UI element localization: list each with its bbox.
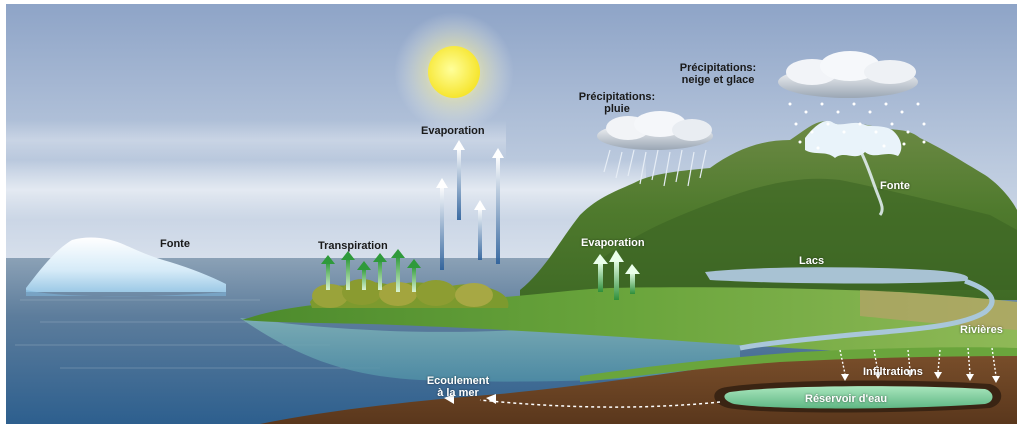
infiltration-arrowheads <box>841 370 1000 383</box>
precipitation-rain-line1: Précipitations: <box>578 91 656 103</box>
aquifer-reservoir <box>714 380 1002 413</box>
rivieres-label: Rivières <box>960 324 1003 336</box>
evaporation-land-label: Evaporation <box>581 237 645 249</box>
lacs-label: Lacs <box>799 255 825 267</box>
river <box>739 278 995 351</box>
precipitation-snow-label: Précipitations: neige et glace <box>658 62 778 86</box>
snowflakes <box>788 102 926 150</box>
ecoulement-label: Ecoulement à la mer <box>420 375 496 399</box>
ecoulement-line1: Ecoulement <box>426 375 490 387</box>
precipitation-rain-line2: pluie <box>604 103 630 115</box>
reservoir-label: Réservoir d'eau <box>805 393 888 405</box>
transpiration-label: Transpiration <box>318 240 388 252</box>
hillside-dry <box>860 290 1017 330</box>
soil-top-grass <box>580 347 1017 382</box>
fonte-mountain-label: Fonte <box>880 180 910 192</box>
lake <box>705 267 969 284</box>
infiltrations-label: Infiltrations <box>863 366 923 378</box>
sky-haze-band <box>6 160 646 220</box>
snow-cap <box>805 120 902 158</box>
fonte-iceberg-label: Fonte <box>160 238 190 250</box>
snow-cloud <box>778 51 918 98</box>
precipitation-rain-label: Précipitations: pluie <box>562 91 672 115</box>
mountain-shadow <box>600 178 1017 290</box>
sky-haze-band-2 <box>6 120 506 160</box>
evaporation-arrows-land <box>593 250 640 300</box>
precipitation-snow-line1: Précipitations: <box>679 62 757 74</box>
rain-cloud <box>597 111 713 150</box>
tree-cluster <box>310 279 509 308</box>
infiltration-arrows <box>839 347 997 377</box>
glacier-melt <box>858 149 884 216</box>
runoff-arrowhead-2 <box>444 394 454 404</box>
runoff-arrow-path <box>479 399 721 408</box>
transpiration-arrows <box>321 249 421 292</box>
evaporation-sea-label: Evaporation <box>421 125 485 137</box>
ecoulement-line2: à la mer <box>437 387 479 399</box>
rain-streaks <box>603 149 707 187</box>
iceberg <box>26 237 226 297</box>
precipitation-snow-line2: neige et glace <box>681 74 755 86</box>
sun <box>394 12 514 132</box>
runoff-arrowhead-1 <box>486 394 496 404</box>
evaporation-arrows-sea <box>436 140 504 270</box>
